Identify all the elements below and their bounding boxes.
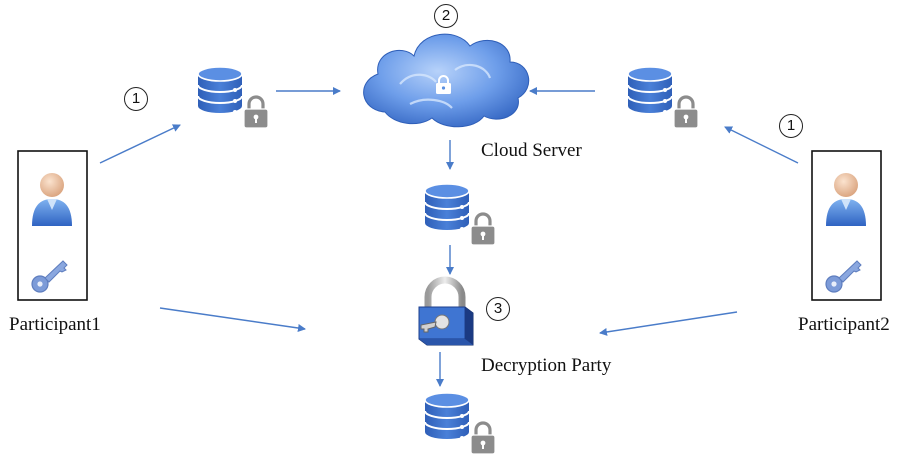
arrows (99, 87, 799, 387)
participant1-label: Participant1 (9, 314, 101, 335)
participant1-encrypted-database-icon (196, 65, 270, 130)
participant2-box (811, 150, 882, 301)
aggregated-encrypted-database-icon (423, 182, 497, 247)
decryption-party-label: Decryption Party (481, 355, 612, 376)
participant2-key-icon (825, 260, 862, 293)
participant1-box (17, 150, 88, 301)
participant2-label: Participant2 (798, 314, 890, 335)
arrow-participant1-to-db (99, 124, 181, 164)
padlock-key-icon (418, 276, 474, 346)
arrow-participant2-to-db (724, 126, 799, 164)
arrow-participant1-to-decryption (159, 307, 306, 332)
step-1-left-badge: 1 (124, 87, 148, 111)
cloud-server-label: Cloud Server (481, 140, 582, 161)
step-2-badge: 2 (434, 4, 458, 28)
step-1-right-badge: 1 (779, 114, 803, 138)
result-encrypted-database-icon (423, 391, 497, 456)
step-3-badge: 3 (486, 297, 510, 321)
participant1-key-icon (31, 260, 68, 293)
participant2-encrypted-database-icon (626, 65, 700, 130)
participant2-user-icon (826, 173, 866, 226)
participant1-user-icon (32, 173, 72, 226)
arrow-participant2-to-decryption (599, 311, 738, 336)
cloud-lock-icon (363, 33, 530, 128)
